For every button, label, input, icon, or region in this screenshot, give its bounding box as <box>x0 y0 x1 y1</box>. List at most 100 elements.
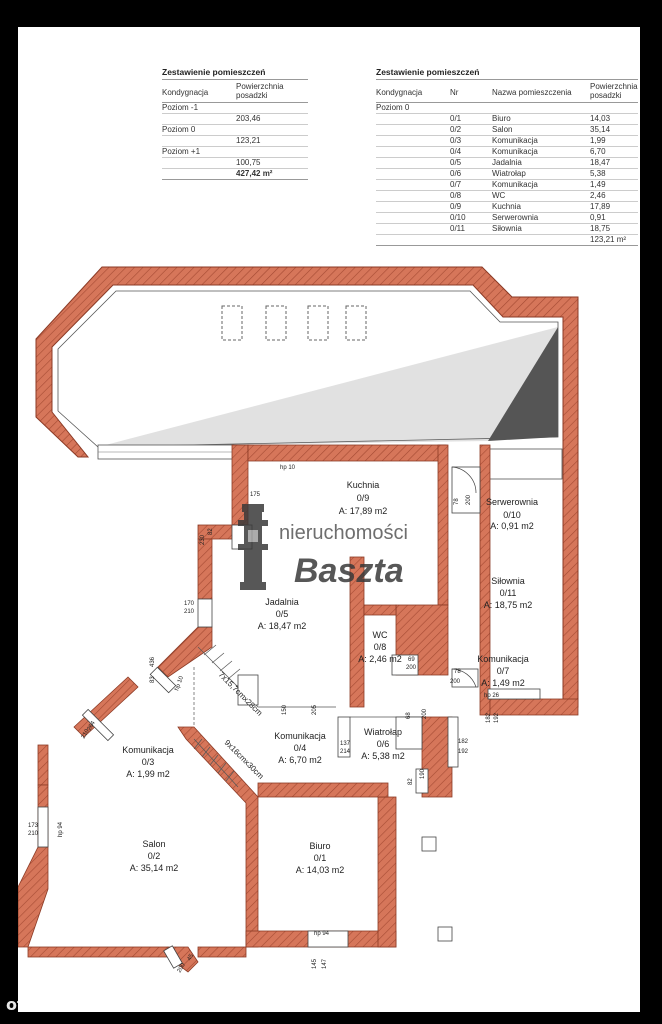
summary-row: Poziom 0 <box>162 125 308 136</box>
room-table-header: Kondygnacja Nr Nazwa pomieszczenia Powie… <box>376 82 638 103</box>
tower-icon <box>238 504 268 590</box>
dim-label: 145 <box>312 958 318 969</box>
room-name: Jadalnia <box>492 158 522 167</box>
room-area: 2,46 <box>590 191 606 200</box>
room-nr: 0/1 <box>450 114 462 123</box>
room-komunikacja7-nr: 0/7 <box>497 666 510 676</box>
dim-label: 200 <box>177 962 188 974</box>
room-serwerownia-name: Serwerownia <box>486 497 538 507</box>
room-wiatrolap-area: A: 5,38 m2 <box>361 751 405 761</box>
room-level-row: Poziom 0 <box>376 103 638 114</box>
room-row: 0/8 WC 2,46 <box>376 191 638 202</box>
room-komunikacja3-name: Komunikacja <box>122 745 174 755</box>
room-kuchnia-area: A: 17,89 m2 <box>339 506 388 516</box>
room-komunikacja3-nr: 0/3 <box>142 757 155 767</box>
room-total-row: 123,21 m² <box>376 235 638 246</box>
watermark-line2: Baszta <box>294 552 404 590</box>
summary-row: Poziom +1 <box>162 147 308 158</box>
room-biuro-area: A: 14,03 m2 <box>296 865 345 875</box>
room-komunikacja3-area: A: 1,99 m2 <box>126 769 170 779</box>
room-level: Poziom 0 <box>376 103 410 112</box>
stairs <box>193 644 422 788</box>
summary-row: Poziom -1 <box>162 103 308 114</box>
summary-level: Poziom +1 <box>162 147 201 156</box>
room-wc-name: WC <box>373 630 388 640</box>
room-jadalnia-name: Jadalnia <box>265 597 299 607</box>
room-name: Kuchnia <box>492 202 521 211</box>
room-area: 14,03 <box>590 114 611 123</box>
room-name: WC <box>492 191 506 200</box>
dim-label: 68 <box>406 712 412 719</box>
summary-row-area: 203,46 <box>162 114 308 125</box>
dim-label: 83 <box>150 676 156 683</box>
room-area: 18,75 <box>590 224 611 233</box>
room-biuro-name: Biuro <box>309 841 330 851</box>
summary-table-title: Zestawienie pomieszczeń <box>162 67 308 80</box>
room-name: Komunikacja <box>492 136 538 145</box>
dim-label: 150 <box>282 704 288 715</box>
dim-label: 147 <box>322 958 328 969</box>
room-area: 1,49 <box>590 180 606 189</box>
summary-level: Poziom 0 <box>162 125 196 134</box>
room-kuchnia-nr: 0/9 <box>357 493 370 503</box>
dim-label: 264 <box>87 720 98 732</box>
summary-area: 100,75 <box>236 158 261 167</box>
room-silownia-name: Siłownia <box>491 576 525 586</box>
summary-col-level: Kondygnacja <box>162 88 209 97</box>
summary-area: 123,21 <box>236 136 261 145</box>
dim-label: 170 <box>184 601 195 607</box>
dim-label: 436 <box>150 656 156 667</box>
room-name: Serwerownia <box>492 213 539 222</box>
dim-label: 173 <box>28 823 39 829</box>
room-nr: 0/7 <box>450 180 462 189</box>
summary-col-area: Powierzchnia posadzki <box>236 82 284 100</box>
room-nr: 0/5 <box>450 158 462 167</box>
room-area: 1,99 <box>590 136 606 145</box>
room-name: Wiatrołap <box>492 169 526 178</box>
room-salon-nr: 0/2 <box>148 851 161 861</box>
room-jadalnia-nr: 0/5 <box>276 609 289 619</box>
dim-label: 200 <box>422 708 428 719</box>
summary-area: 203,46 <box>236 114 261 123</box>
dim-label: 45 <box>187 953 196 962</box>
room-name: Komunikacja <box>492 147 538 156</box>
summary-total-row: 427,42 m² <box>162 169 308 180</box>
dim-label: 192 <box>494 712 500 723</box>
dim-label: 200 <box>450 679 461 685</box>
room-komunikacja7-area: A: 1,49 m2 <box>481 678 525 688</box>
dim-label: 230 <box>200 534 206 545</box>
room-area: 18,47 <box>590 158 611 167</box>
room-salon-area: A: 35,14 m2 <box>130 863 179 873</box>
dim-label: 182 <box>486 712 492 723</box>
dim-label: 78 <box>454 669 461 675</box>
floor-plan <box>18 266 579 973</box>
room-serwerownia-nr: 0/10 <box>503 510 521 520</box>
dim-label: 205 <box>312 704 318 715</box>
summary-level: Poziom -1 <box>162 103 199 112</box>
room-nr: 0/11 <box>450 224 465 233</box>
room-area: 17,89 <box>590 202 611 211</box>
dim-label: 214 <box>340 749 351 755</box>
room-name: Komunikacja <box>492 180 538 189</box>
room-nr: 0/8 <box>450 191 462 200</box>
door-swing <box>451 668 477 688</box>
room-name: Biuro <box>492 114 511 123</box>
dim-label: 192 <box>458 749 469 755</box>
dim-label: 200 <box>406 665 417 671</box>
room-nr: 0/4 <box>450 147 462 156</box>
room-biuro-nr: 0/1 <box>314 853 327 863</box>
upper-wall-outline <box>35 266 579 708</box>
room-row: 0/7 Komunikacja 1,49 <box>376 180 638 191</box>
room-kuchnia-name: Kuchnia <box>347 480 380 490</box>
room-komunikacja4-nr: 0/4 <box>294 743 307 753</box>
dim-label: 200 <box>466 494 472 505</box>
room-row: 0/1 Biuro 14,03 <box>376 114 638 125</box>
room-nr: 0/2 <box>450 125 462 134</box>
room-silownia-nr: 0/11 <box>500 588 517 598</box>
room-table-title: Zestawienie pomieszczeń <box>376 67 638 80</box>
